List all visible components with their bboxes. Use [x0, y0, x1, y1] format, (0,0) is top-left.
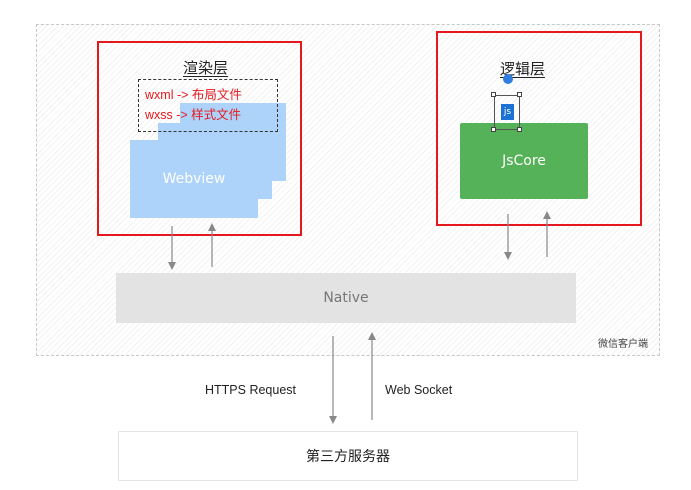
webview-card [130, 140, 258, 218]
js-file-icon[interactable]: js [501, 104, 514, 120]
jscore-box: JsCore [460, 123, 588, 199]
render-layer-title: 渲染层 [183, 59, 229, 77]
render-layer-highlight [97, 41, 302, 236]
https-request-label: HTTPS Request [205, 383, 297, 397]
annotation-selection-box[interactable] [138, 79, 278, 132]
resize-handle-top-right[interactable] [517, 92, 522, 97]
resize-handle-top-left[interactable] [491, 92, 496, 97]
annotation-wxml[interactable]: wxml -> 布局文件 [145, 88, 242, 102]
resize-handle-bottom-right[interactable] [517, 127, 522, 132]
third-party-server: 第三方服务器 [118, 431, 578, 481]
resize-handle-bottom-left[interactable] [491, 127, 496, 132]
logic-layer-highlight [436, 31, 642, 226]
logic-layer-title: 逻辑层 [500, 60, 546, 78]
selection-frame[interactable] [494, 95, 520, 130]
client-label: 微信客户端 [598, 339, 648, 350]
webview-label: Webview [162, 171, 226, 187]
rotate-handle[interactable] [503, 74, 513, 84]
websocket-label: Web Socket [385, 383, 453, 397]
native-layer: Native [116, 273, 576, 323]
annotation-wxss[interactable]: wxss -> 样式文件 [145, 108, 242, 122]
